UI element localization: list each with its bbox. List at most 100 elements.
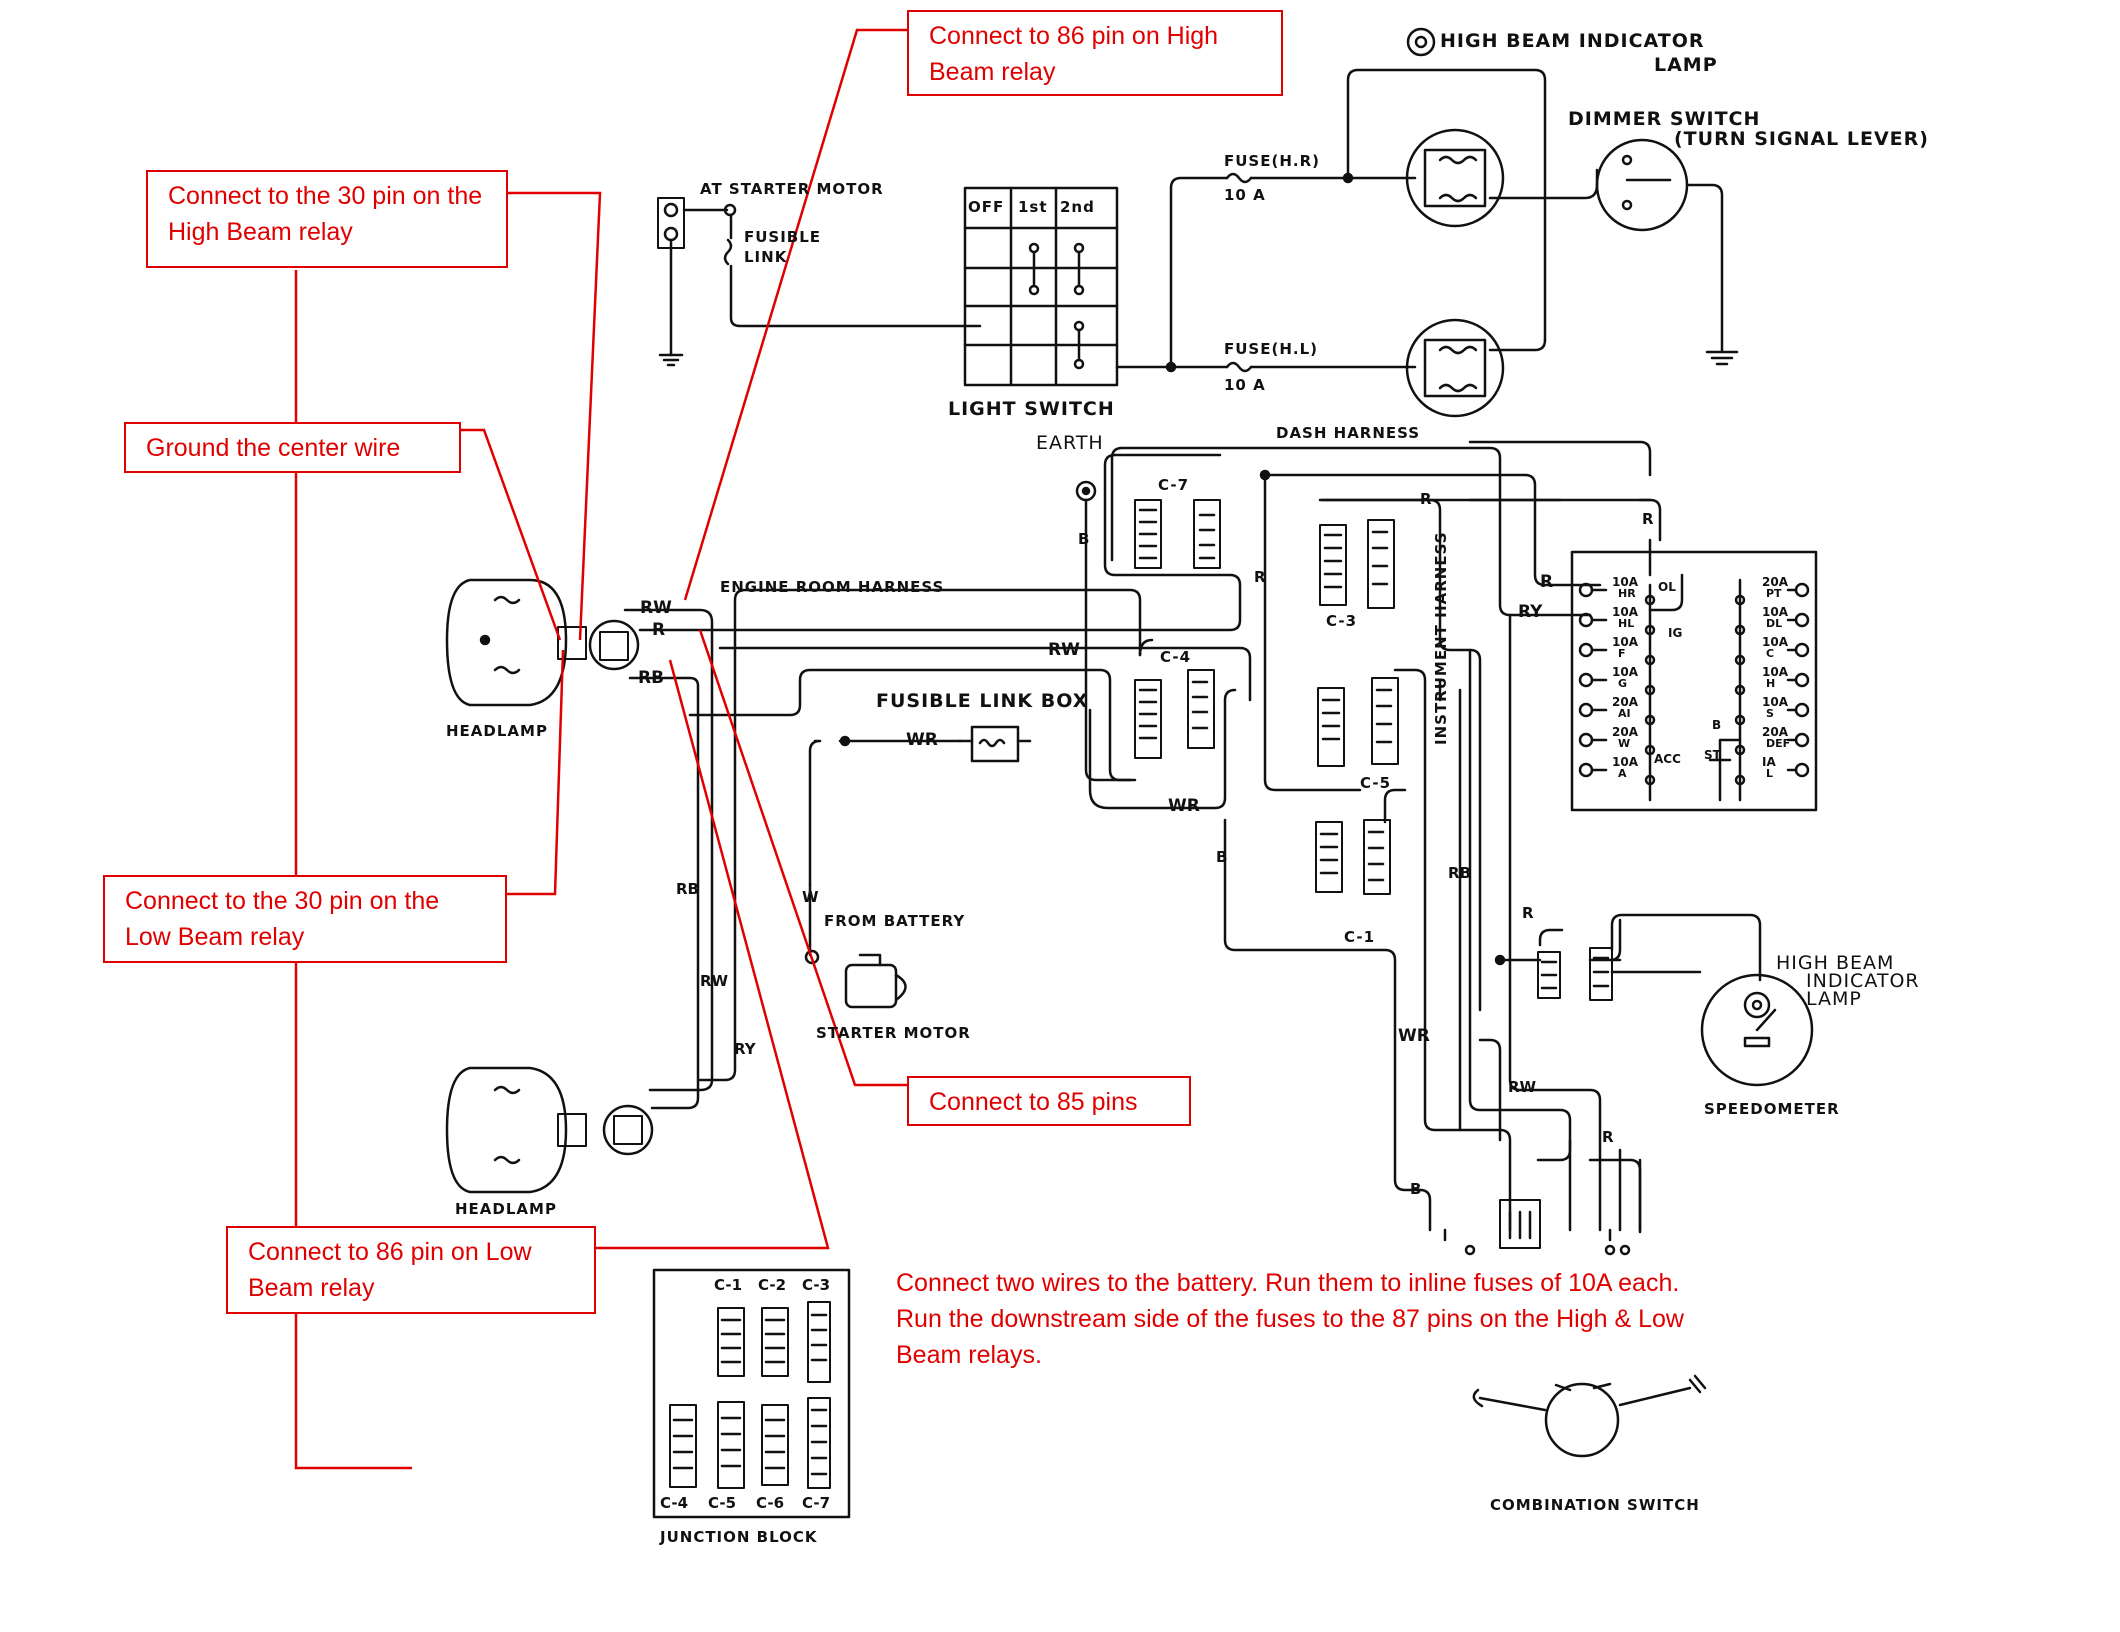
- fuse-left-name: HR: [1618, 587, 1636, 600]
- fuse-left-name: G: [1618, 677, 1628, 690]
- label-headlamp-bottom: HEADLAMP: [455, 1200, 557, 1218]
- connector-c7: [1134, 499, 1221, 569]
- fuse-terminal: [1794, 612, 1810, 628]
- label-dimmer-switch-sub: (TURN SIGNAL LEVER): [1674, 128, 1929, 150]
- connector-c3: [1319, 519, 1395, 609]
- combination-switch: [1472, 1374, 1707, 1458]
- fuse-bus-node: [1734, 714, 1746, 726]
- earth-point: [1075, 480, 1132, 782]
- label-fuse-hr: FUSE(H.R): [1224, 152, 1320, 170]
- fuse-terminal: [1794, 672, 1810, 688]
- label-high-beam-indicator-top: HIGH BEAM INDICATOR: [1440, 30, 1705, 52]
- wire-code-rw-mid: RW: [1048, 640, 1080, 660]
- label-dash-harness: DASH HARNESS: [1276, 424, 1421, 442]
- wire-code-rw-head: RW: [640, 598, 672, 618]
- headlamp-bottom: [445, 1066, 654, 1194]
- speedometer-connectors: [1537, 913, 1762, 1001]
- label-high-beam-indicator-right-2: INDICATOR: [1806, 970, 1920, 992]
- wire-code-b-earth: B: [1078, 530, 1090, 548]
- callout-leaders: [294, 28, 914, 1470]
- dash-harness-wires: [1110, 440, 1662, 1012]
- fuse-terminal: [1578, 732, 1594, 748]
- label-c1: C-1: [1344, 928, 1376, 946]
- wire-code-r-top: R: [1642, 510, 1654, 528]
- label-fuse-hl: FUSE(H.L): [1224, 340, 1318, 358]
- fuse-left-name: A: [1618, 767, 1627, 780]
- jb-label-c7: C-7: [802, 1494, 831, 1512]
- label-fusible-link-box: FUSIBLE LINK BOX: [876, 690, 1089, 712]
- jb-label-c6: C-6: [756, 1494, 785, 1512]
- fuse-terminal: [1578, 702, 1594, 718]
- fuse-right-amp: 10A: [1762, 665, 1788, 679]
- label-high-beam-indicator-top-lamp: LAMP: [1654, 54, 1718, 76]
- label-at-starter-motor: AT STARTER MOTOR: [700, 180, 884, 198]
- jb-label-c4: C-4: [660, 1494, 689, 1512]
- fuse-bus-node: [1644, 684, 1656, 696]
- jb-label-c3: C-3: [802, 1276, 831, 1294]
- fuse-bus-node: [1734, 744, 1746, 756]
- fuse-bus-node: [1734, 654, 1746, 666]
- fuse-left-name: HL: [1618, 617, 1635, 630]
- label-c3: C-3: [1326, 612, 1358, 630]
- fuse-mark-st: ST: [1704, 748, 1721, 762]
- callout-ground-center: Ground the center wire: [124, 422, 461, 473]
- fuse-right-name: H: [1766, 677, 1776, 690]
- fuse-mark-ig: IG: [1668, 626, 1683, 640]
- jb-label-c5: C-5: [708, 1494, 737, 1512]
- wire-code-b-low: B: [1410, 1180, 1422, 1198]
- wire-code-r-c7: R: [1420, 490, 1432, 508]
- fuse-left-amp: 10A: [1612, 665, 1638, 679]
- wire-code-ry-panel: RY: [1518, 602, 1543, 622]
- fuse-right-amp: IA: [1762, 755, 1776, 769]
- fuse-panel-terminals: [1578, 582, 1810, 786]
- instrument-harness-wires: [1223, 613, 1642, 1242]
- fuse-left-name: W: [1618, 737, 1631, 750]
- engine-room-harness-wires: [623, 453, 1252, 1110]
- fuse-bus-node: [1644, 744, 1656, 756]
- label-ls-2nd: 2nd: [1060, 198, 1095, 216]
- fuse-left-amp: 10A: [1612, 605, 1638, 619]
- label-instrument-harness: INSTRUMENT HARNESS: [1432, 531, 1450, 745]
- label-from-battery: FROM BATTERY: [824, 912, 966, 930]
- fuse-terminal: [1578, 672, 1594, 688]
- connector-c1: [1315, 819, 1391, 895]
- speedometer-gauge: [1700, 973, 1814, 1087]
- fuse-terminal: [1794, 732, 1810, 748]
- fuse-left-amp: 10A: [1612, 755, 1638, 769]
- wire-code-wr-mid: WR: [1168, 796, 1200, 816]
- fuse-bus-node: [1734, 684, 1746, 696]
- fuse-terminal: [1794, 702, 1810, 718]
- label-fuse-hl-amp: 10 A: [1224, 376, 1266, 394]
- high-beam-indicator-bulb-top: [1406, 27, 1436, 57]
- fuse-bus-node: [1644, 654, 1656, 666]
- fuse-right-amp: 10A: [1762, 635, 1788, 649]
- fuse-right-name: L: [1766, 767, 1774, 780]
- fuse-right-name: C: [1766, 647, 1775, 660]
- fuse-right-name: DL: [1766, 617, 1783, 630]
- battery-symbol: [657, 197, 737, 367]
- fuse-bus-node: [1734, 774, 1746, 786]
- callout-high-beam-86-text: Connect to 86 pin on High Beam relay: [929, 22, 1219, 86]
- callout-high-beam-30: Connect to the 30 pin on the High Beam r…: [146, 170, 508, 268]
- label-link: LINK: [744, 248, 788, 266]
- wire-code-r-dash: R: [1254, 568, 1266, 586]
- label-light-switch: LIGHT SWITCH: [948, 398, 1115, 420]
- junction-block: [652, 1268, 851, 1519]
- callout-ground-center-text: Ground the center wire: [146, 434, 401, 462]
- jb-label-c1: C-1: [714, 1276, 743, 1294]
- callout-low-beam-30: Connect to the 30 pin on the Low Beam re…: [103, 875, 507, 963]
- bottom-connector: [1464, 1199, 1631, 1256]
- fuse-bus-node: [1644, 594, 1656, 606]
- wire-code-rb-right: RB: [1448, 864, 1471, 882]
- fuse-left-amp: 20A: [1612, 725, 1638, 739]
- label-dimmer-switch: DIMMER SWITCH: [1568, 108, 1761, 130]
- battery-note-text: Connect two wires to the battery. Run th…: [896, 1269, 1684, 1369]
- label-starter-motor: STARTER MOTOR: [816, 1024, 971, 1042]
- fuse-right-amp: 10A: [1762, 605, 1788, 619]
- wire-code-r-panel: R: [1540, 572, 1554, 592]
- callout-pins-85: Connect to 85 pins: [907, 1076, 1191, 1126]
- callout-low-beam-86-text: Connect to 86 pin on Low Beam relay: [248, 1238, 532, 1302]
- wire-code-r-head: R: [652, 620, 666, 640]
- fuse-right-name: DEF: [1766, 737, 1791, 750]
